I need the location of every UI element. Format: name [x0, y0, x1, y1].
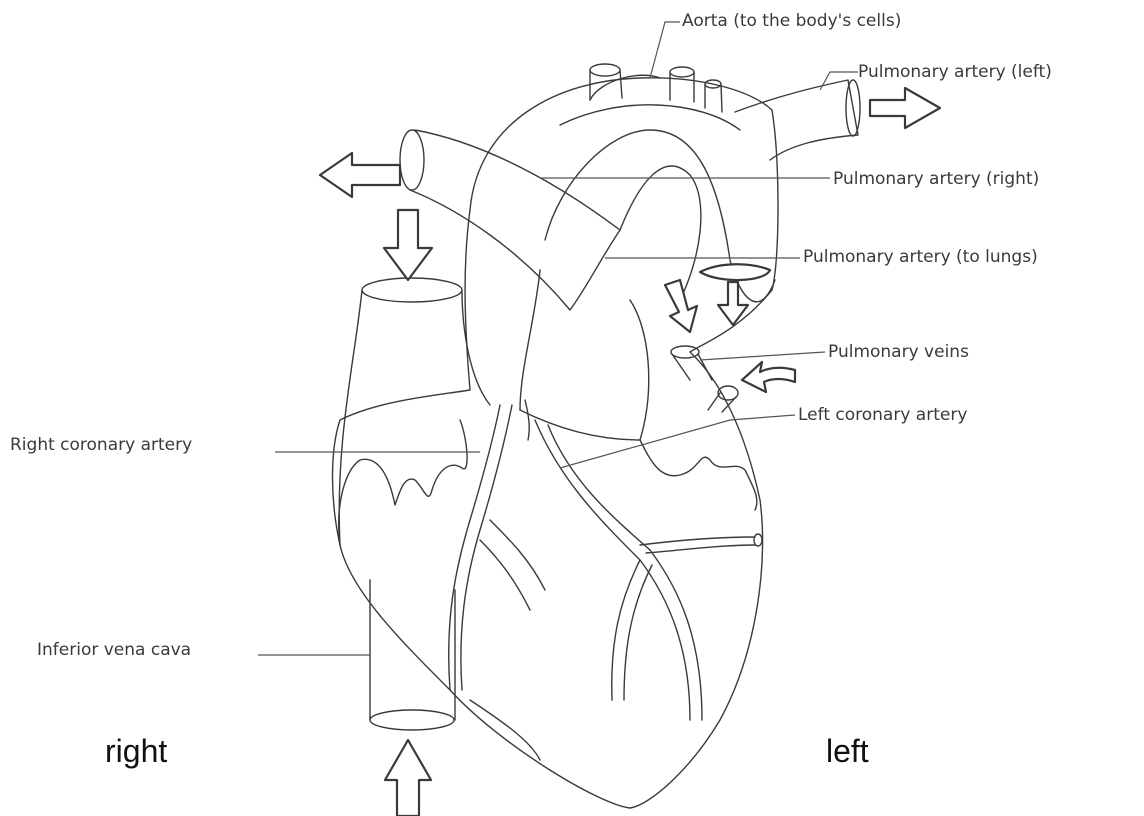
pulmonary-vein-upper: [671, 346, 699, 358]
side-label-right: right: [105, 735, 167, 767]
label-aorta: Aorta (to the body's cells): [682, 13, 901, 30]
aorta-branch-2: [670, 67, 694, 77]
right-atrium-vessel: [339, 290, 490, 545]
label-right-coronary-artery: Right coronary artery: [10, 437, 192, 454]
aorta-branch-1: [590, 64, 620, 76]
heart-outline: [333, 78, 779, 808]
label-inferior-vena-cava: Inferior vena cava: [37, 642, 191, 659]
pulmonary-artery-left-tube: [735, 80, 858, 160]
right-coronary-artery-line: [449, 405, 512, 690]
label-pulmonary-veins: Pulmonary veins: [828, 344, 969, 361]
superior-vena-cava: [410, 130, 620, 310]
side-label-left: left: [826, 735, 869, 767]
arrow-pulmonary-valve: [700, 264, 770, 280]
arrow-up-ivc: [385, 740, 431, 816]
arrow-left-top: [320, 153, 400, 197]
label-pulmonary-artery-right: Pulmonary artery (right): [833, 171, 1039, 188]
arrow-pulmonary-down-1: [665, 280, 697, 332]
inferior-vena-cava-tube: [370, 580, 455, 720]
arrow-pulmonary-vein-in: [742, 362, 795, 392]
arrow-right-pulmonary: [870, 88, 940, 128]
left-coronary-artery-line: [535, 420, 755, 720]
right-auricle: [339, 420, 467, 545]
label-left-coronary-artery: Left coronary artery: [798, 407, 967, 424]
left-auricle: [640, 440, 757, 510]
label-pulmonary-artery-left: Pulmonary artery (left): [858, 64, 1052, 81]
arrow-down-svc: [384, 210, 432, 280]
label-pulmonary-artery-to-lungs: Pulmonary artery (to lungs): [803, 249, 1038, 266]
